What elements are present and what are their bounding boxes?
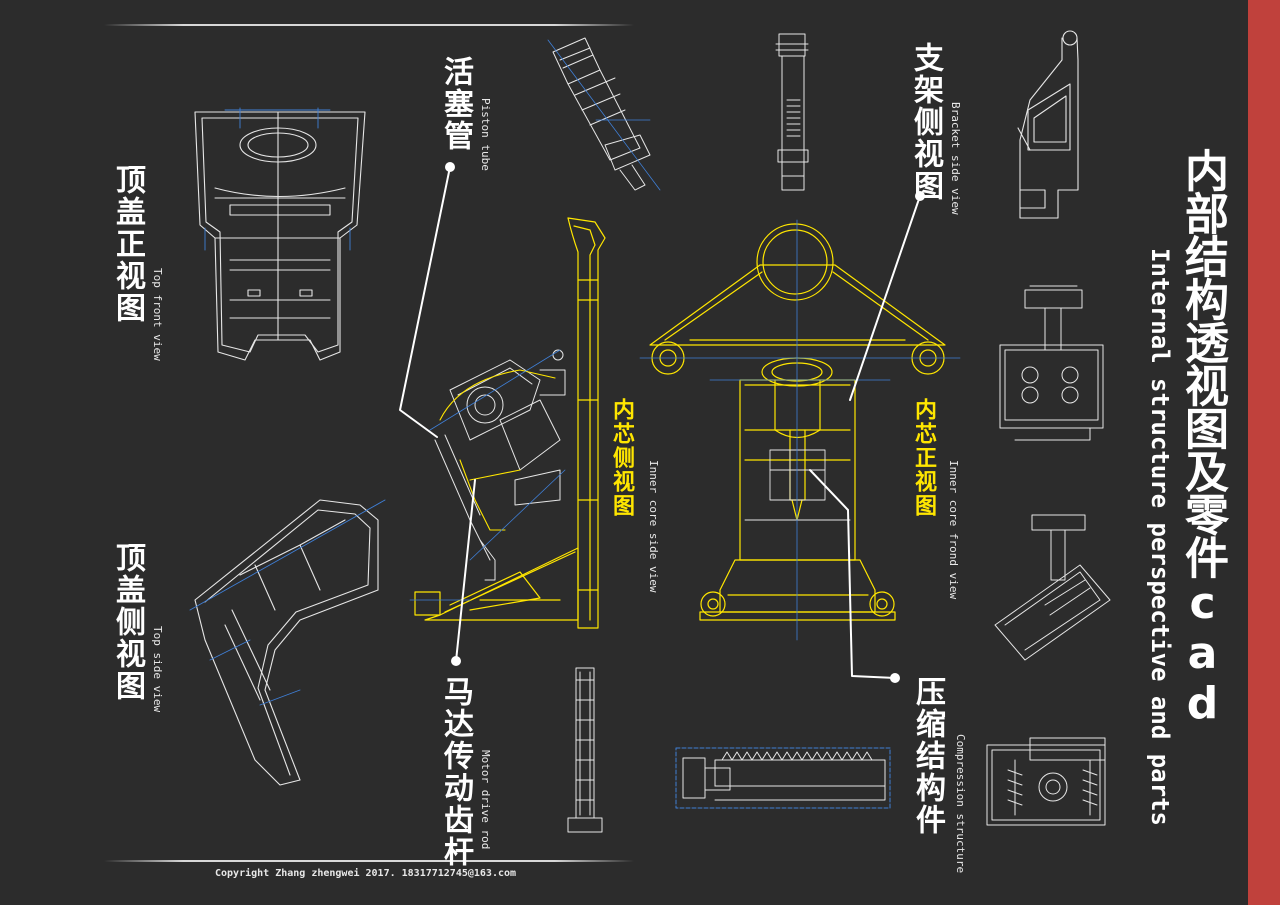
top-front-view-drawing bbox=[194, 111, 366, 361]
label-bracket-cn: 支架侧视图 bbox=[908, 42, 943, 202]
label-compression-en: Compression structure bbox=[954, 734, 967, 874]
label-motor-en: Motor drive rod bbox=[479, 750, 492, 850]
bracket-side-drawing bbox=[1017, 30, 1079, 219]
label-core-front-en: Inner core frond view bbox=[947, 460, 960, 600]
label-core-side-en: Inner core side view bbox=[647, 460, 660, 593]
label-top-side-cn: 顶盖侧视图 bbox=[110, 542, 145, 702]
label-core-front-cn: 内芯正视图 bbox=[911, 398, 936, 518]
main-title-english: Internal structure perspective and parts bbox=[1146, 248, 1174, 826]
motor-drive-rod-drawing bbox=[567, 667, 603, 833]
copyright-text: Copyright Zhang zhengwei 2017. 183177127… bbox=[215, 868, 517, 879]
piston-tube-drawing bbox=[552, 37, 651, 191]
red-accent-bar bbox=[1248, 0, 1280, 905]
top-side-view-drawing bbox=[194, 499, 379, 786]
inner-core-side-drawing bbox=[414, 217, 606, 629]
label-top-front-en: Top front view bbox=[151, 268, 164, 361]
label-core-side-cn: 内芯侧视图 bbox=[609, 398, 634, 518]
vertical-tube-drawing bbox=[775, 33, 809, 191]
label-piston-en: Piston tube bbox=[479, 98, 492, 171]
top-rule bbox=[104, 24, 634, 26]
label-top-front-cn: 顶盖正视图 bbox=[110, 164, 145, 324]
leader-lines bbox=[399, 166, 921, 679]
rack-drawing bbox=[675, 747, 891, 809]
bottom-rule bbox=[104, 860, 634, 862]
leader-dots bbox=[445, 162, 925, 683]
inner-core-front-drawing bbox=[649, 223, 946, 621]
compression-part-2 bbox=[994, 514, 1111, 661]
top-front-view-blue bbox=[204, 107, 351, 251]
label-compression-cn: 压缩结构件 bbox=[910, 676, 945, 836]
label-motor-cn: 马达传动齿杆 bbox=[438, 676, 473, 868]
label-bracket-en: Bracket side view bbox=[949, 102, 962, 215]
compression-part-1 bbox=[999, 285, 1104, 441]
label-piston-cn: 活塞管 bbox=[438, 56, 473, 152]
main-title: 内部结构透视图及零件cad bbox=[1177, 148, 1228, 728]
label-top-side-en: Top side view bbox=[151, 626, 164, 713]
inner-core-mechanism bbox=[434, 349, 566, 581]
compression-part-3 bbox=[986, 737, 1106, 826]
